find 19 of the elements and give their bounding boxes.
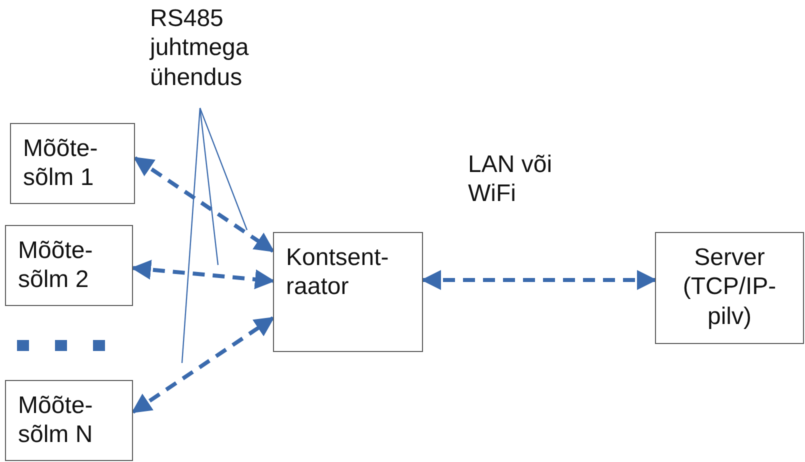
- box-label: Kontsent- raator: [286, 243, 390, 302]
- box-label: Server (TCP/IP- pilv): [682, 243, 778, 331]
- process-box: [5, 380, 133, 461]
- process-box: [5, 225, 133, 306]
- double-arrow: [131, 316, 275, 414]
- process-box: [10, 123, 135, 204]
- double-arrow: [421, 270, 657, 290]
- edge-label: LAN või WiFi: [468, 150, 554, 209]
- double-arrow: [133, 156, 275, 253]
- process-box: [655, 232, 804, 344]
- box-label: Mõõte- sõlm N: [18, 391, 94, 450]
- box-label: Mõõte- sõlm 2: [18, 236, 94, 295]
- process-box: [273, 232, 423, 352]
- leader-line: [181, 108, 201, 364]
- leader-line: [199, 108, 248, 230]
- box-label: Mõõte- sõlm 1: [23, 134, 99, 193]
- annotation-text: RS485 juhtmega ühendus: [150, 4, 250, 92]
- double-arrow: [131, 260, 275, 290]
- leader-line: [199, 108, 219, 266]
